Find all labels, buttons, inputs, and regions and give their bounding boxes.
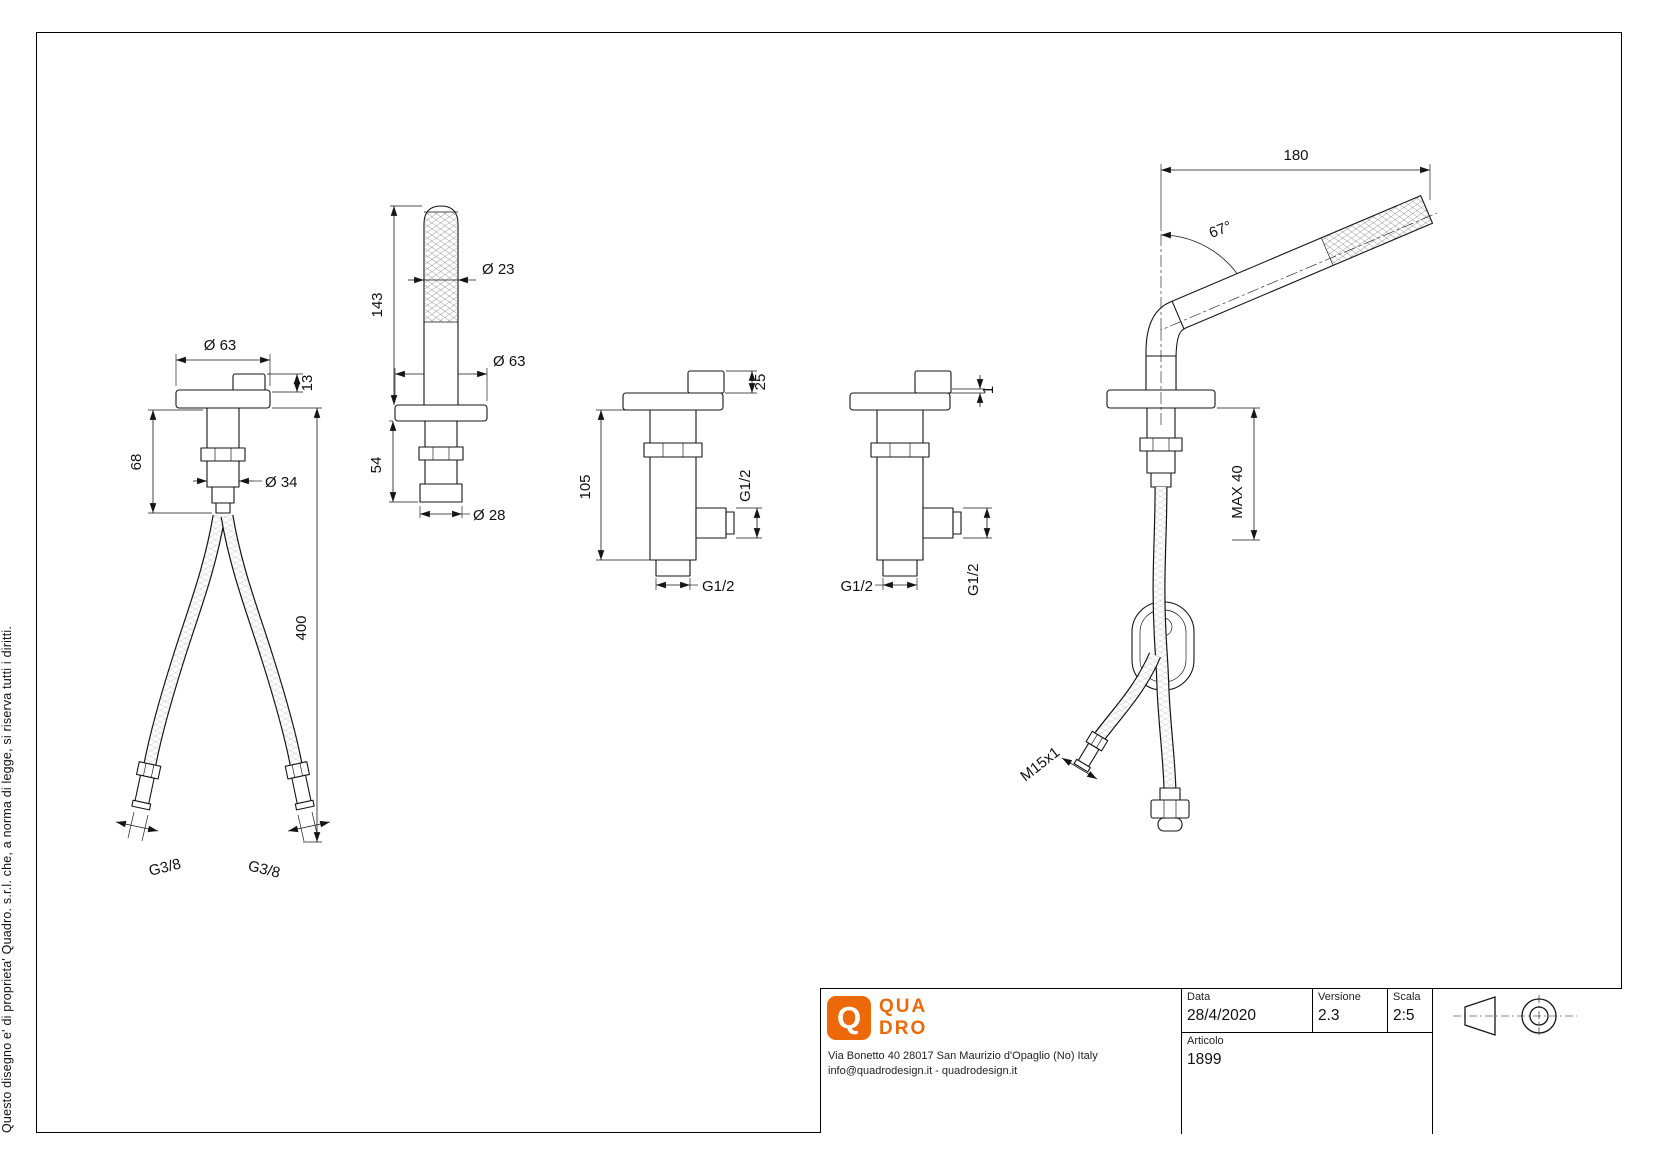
dim-label-180: 180: [1283, 147, 1308, 164]
articolo-cell: Articolo 1899: [1182, 1033, 1432, 1071]
hose-right: [220, 514, 303, 766]
view-handshower-holder: 143 Ø 23 Ø 63 54 Ø 28: [368, 205, 526, 524]
articolo-label: Articolo: [1187, 1035, 1224, 1047]
drawing-border: [36, 32, 1622, 1133]
hose-left: [143, 514, 226, 766]
dim-label-1: 1: [980, 386, 997, 394]
supply-hose-main: [1152, 486, 1177, 791]
dim-label-dia34: Ø 34: [265, 474, 298, 491]
thread-label-g38-left: G3/8: [147, 855, 183, 879]
title-block-row-1: Data 28/4/2020 Versione 2.3 Scala 2:5: [1182, 989, 1432, 1033]
shower-hose-branch: [1094, 652, 1161, 740]
dim-label-143: 143: [369, 292, 386, 317]
dim-label-dia63: Ø 63: [493, 353, 526, 370]
dim-label-max40: MAX 40: [1229, 465, 1246, 518]
first-angle-projection-icon: [1453, 995, 1577, 1037]
versione-label: Versione: [1318, 991, 1361, 1003]
dim-label-dia23: Ø 23: [482, 261, 515, 278]
hose-fitting-m15: [1073, 730, 1109, 773]
dim-label-54: 54: [368, 457, 385, 474]
data-cell: Data 28/4/2020: [1182, 989, 1312, 1032]
quadro-logo-text: QUA DRO: [879, 996, 927, 1040]
valve-a-body: [622, 370, 735, 577]
thread-label-m15x1: M15x1: [1017, 744, 1063, 785]
shower-handle-angled: [1171, 195, 1434, 330]
handshower-body: [394, 205, 488, 503]
title-block-table: Data 28/4/2020 Versione 2.3 Scala 2:5 Ar…: [1181, 989, 1433, 1134]
thread-label-g38-right: G3/8: [246, 857, 282, 881]
title-block: Q QUA DRO Via Bonetto 40 28017 San Mauri…: [820, 988, 1622, 1134]
data-value: 28/4/2020: [1187, 1007, 1256, 1024]
deck-flange: [1106, 389, 1216, 488]
thread-label-g12-side-b: G1/2: [965, 563, 982, 596]
quadro-logo-letter: Q: [836, 1000, 862, 1035]
dim-label-dia28: Ø 28: [473, 507, 506, 524]
company-address-line2: info@quadrodesign.it - quadrodesign.it: [828, 1065, 1018, 1077]
view-diverter-front: Ø 63 13 68 Ø 34 400 G3/8 G3/8: [115, 337, 331, 882]
thread-label-g12-side-a: G1/2: [737, 469, 754, 502]
fitting-left: [131, 761, 162, 811]
scala-cell: Scala 2:5: [1387, 989, 1432, 1032]
scala-value: 2:5: [1393, 1007, 1415, 1024]
articolo-value: 1899: [1187, 1051, 1222, 1068]
view-valve-a: 25 105 G1/2 G1/2: [577, 370, 769, 595]
valve-b-body: [849, 370, 962, 577]
dim-label-68: 68: [128, 454, 145, 471]
quadro-logo-line1: QUA: [879, 996, 928, 1017]
scala-label: Scala: [1393, 991, 1421, 1003]
company-address: Via Bonetto 40 28017 San Maurizio d'Opag…: [828, 1049, 1098, 1079]
thread-label-g12-bottom-b: G1/2: [840, 578, 873, 595]
versione-cell: Versione 2.3: [1312, 989, 1387, 1032]
dim-label-67deg: 67°: [1207, 218, 1234, 242]
dim-label-105: 105: [577, 474, 594, 499]
view-valve-b: 1 G1/2 G1/2: [840, 370, 997, 596]
versione-value: 2.3: [1318, 1007, 1340, 1024]
dim-label-400: 400: [293, 615, 310, 640]
supply-connector: [1150, 787, 1190, 832]
quadro-logo-mark: Q: [827, 996, 871, 1040]
thread-label-g12-bottom-a: G1/2: [702, 578, 735, 595]
data-label: Data: [1187, 991, 1211, 1003]
fitting-right: [284, 761, 315, 811]
dim-label-25: 25: [752, 374, 769, 391]
company-address-line1: Via Bonetto 40 28017 San Maurizio d'Opag…: [828, 1050, 1098, 1062]
diverter-body: [175, 373, 271, 514]
quadro-logo-line2: DRO: [879, 1018, 928, 1039]
view-handshower-mounted: 180 67° MAX 40 M15x1: [1017, 147, 1438, 832]
dim-label-dia63: Ø 63: [204, 337, 237, 354]
dim-label-13: 13: [299, 375, 316, 392]
